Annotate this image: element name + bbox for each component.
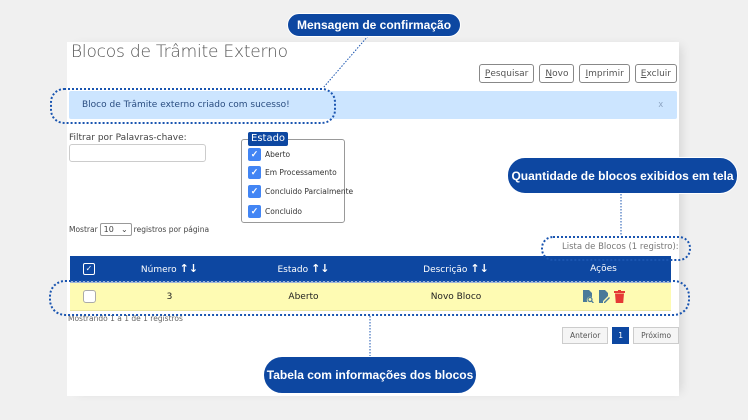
previous-page-button[interactable]: Anterior — [562, 327, 609, 344]
novo-accesskey: N — [545, 68, 553, 79]
page-size-suffix: registros por página — [133, 225, 210, 234]
column-label: Estado — [277, 265, 309, 275]
view-document-icon[interactable] — [582, 290, 594, 303]
cell-numero: 3 — [166, 291, 173, 302]
sort-icon[interactable]: ↑↓ — [179, 262, 199, 275]
callout-block-count: Quantidade de blocos exibidos em tela — [507, 157, 738, 194]
pesquisar-label: esquisar — [490, 68, 529, 79]
connector-confirm — [322, 35, 369, 89]
estado-option-label: Concluido Parcialmente — [265, 187, 354, 196]
sort-icon[interactable]: ↑↓ — [311, 262, 330, 275]
checkbox-checked-icon[interactable]: ✓ — [248, 205, 261, 218]
estado-option-label: Aberto — [265, 150, 291, 159]
success-alert: Bloco de Trâmite externo criado com suce… — [69, 91, 677, 119]
select-all-checkbox[interactable]: ✓ — [83, 262, 95, 275]
callout-blocks-table: Tabela com informações dos blocos — [263, 356, 477, 394]
showing-records-text: Mostrando 1 a 1 de 1 registros — [68, 314, 183, 323]
pesquisar-accesskey: P — [484, 68, 491, 79]
cell-estado: Aberto — [288, 291, 319, 302]
column-numero[interactable]: Número↑↓ — [108, 262, 231, 275]
row-checkbox[interactable] — [82, 290, 96, 303]
table-row: 3 Aberto Novo Bloco — [70, 283, 671, 311]
sort-icon[interactable]: ↑↓ — [470, 262, 489, 275]
imprimir-accesskey: I — [585, 68, 589, 79]
column-descricao[interactable]: Descrição↑↓ — [376, 262, 536, 275]
estado-legend: Estado — [248, 132, 289, 146]
delete-trash-icon[interactable] — [613, 290, 626, 303]
estado-option-concluido[interactable]: ✓ Concluido — [248, 205, 302, 218]
cell-acoes — [536, 290, 671, 303]
keyword-filter-input[interactable] — [69, 144, 206, 162]
page-size-select[interactable]: 10 ⌄ — [99, 223, 132, 236]
estado-option-label: Em Processamento — [265, 168, 337, 177]
checkbox-checked-icon[interactable]: ✓ — [248, 148, 261, 161]
page-size-value: 10 — [103, 225, 114, 234]
chevron-down-icon: ⌄ — [120, 225, 128, 234]
column-acoes: Ações — [536, 264, 671, 274]
checkbox-checked-icon[interactable]: ✓ — [248, 166, 261, 179]
column-label: Ações — [590, 263, 617, 274]
alert-close-button[interactable]: x — [658, 99, 664, 109]
page-size-prefix: Mostrar — [69, 225, 98, 234]
excluir-label: xcluir — [646, 68, 671, 79]
imprimir-label: mprimir — [588, 68, 624, 79]
column-estado[interactable]: Estado↑↓ — [231, 262, 376, 275]
estado-option-aberto[interactable]: ✓ Aberto — [248, 148, 290, 161]
cell-descricao: Novo Bloco — [430, 291, 482, 302]
callout-confirmation-message: Mensagem de confirmação — [287, 13, 461, 37]
estado-option-concluido-parcialmente[interactable]: ✓ Concluido Parcialmente — [248, 185, 353, 198]
current-page-button[interactable]: 1 — [612, 327, 630, 344]
estado-option-em-processamento[interactable]: ✓ Em Processamento — [248, 166, 337, 179]
estado-option-label: Concluido — [265, 207, 302, 216]
edit-document-icon[interactable] — [598, 290, 610, 303]
filter-label: Filtrar por Palavras-chave: — [69, 133, 187, 143]
page-title: Blocos de Trâmite Externo — [71, 42, 288, 62]
checkbox-checked-icon[interactable]: ✓ — [248, 185, 261, 198]
excluir-accesskey: E — [640, 68, 647, 79]
pagination: Anterior 1 Próximo — [562, 327, 680, 344]
list-caption: Lista de Blocos (1 registro): — [562, 242, 679, 252]
estado-fieldset — [241, 139, 345, 223]
column-label: Descrição — [423, 265, 468, 275]
page-size-control: Mostrar 10 ⌄ registros por página — [69, 223, 209, 236]
next-page-button[interactable]: Próximo — [633, 327, 680, 344]
alert-message: Bloco de Trâmite externo criado com suce… — [82, 100, 290, 110]
novo-label: ovo — [552, 68, 569, 79]
column-label: Número — [140, 265, 177, 275]
